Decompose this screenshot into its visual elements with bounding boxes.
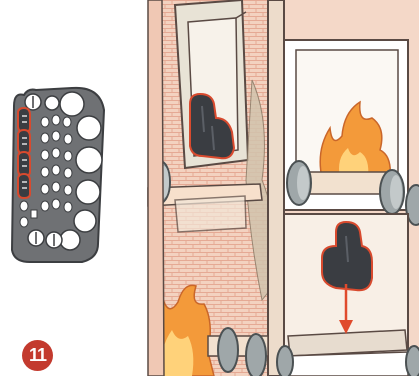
building-cutaway: [148, 0, 419, 376]
step-number-badge: 11: [22, 340, 53, 371]
parts-sheet-icon: [12, 88, 104, 262]
